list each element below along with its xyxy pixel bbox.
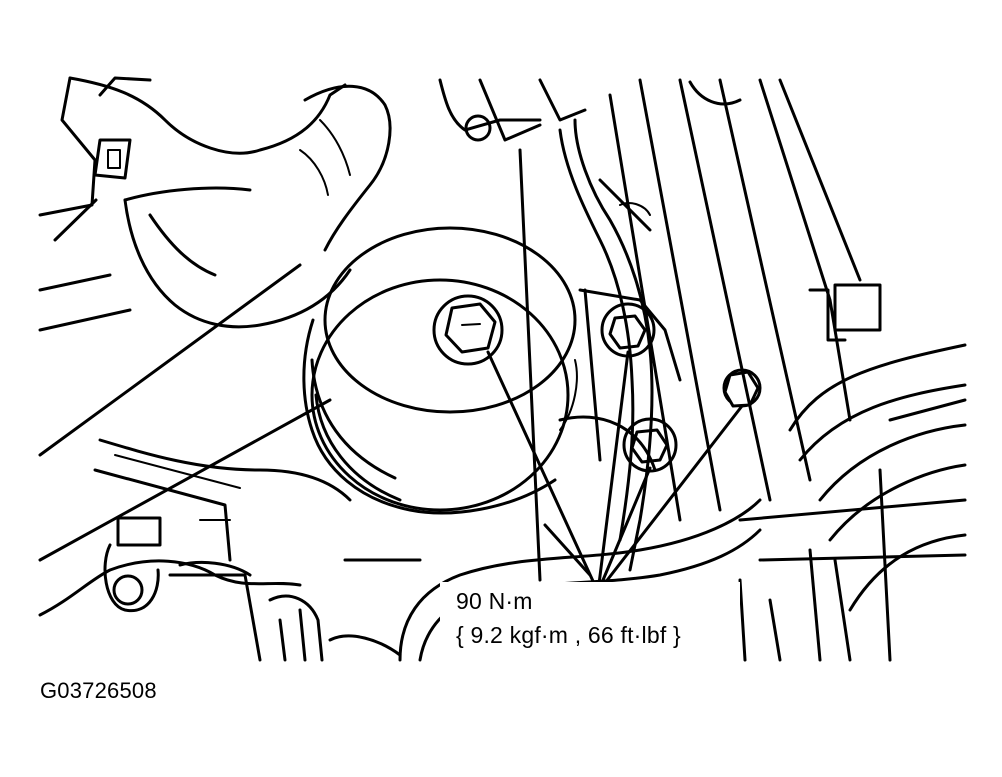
figure-code: G03726508 <box>40 678 157 703</box>
hose <box>123 84 392 329</box>
upper-housing <box>38 76 347 332</box>
torque-value-conversions: { 9.2 kgf·m , 66 ft·lbf } <box>456 622 681 648</box>
leader-line-icon <box>486 350 744 594</box>
torque-value-metric: 90 N·m <box>456 588 533 614</box>
right-rails <box>738 283 967 662</box>
pulley-icon <box>302 226 578 515</box>
bracket <box>38 263 352 617</box>
bolt-icon <box>432 294 504 366</box>
lower-fittings <box>103 516 422 662</box>
label-backdrop <box>440 582 740 660</box>
